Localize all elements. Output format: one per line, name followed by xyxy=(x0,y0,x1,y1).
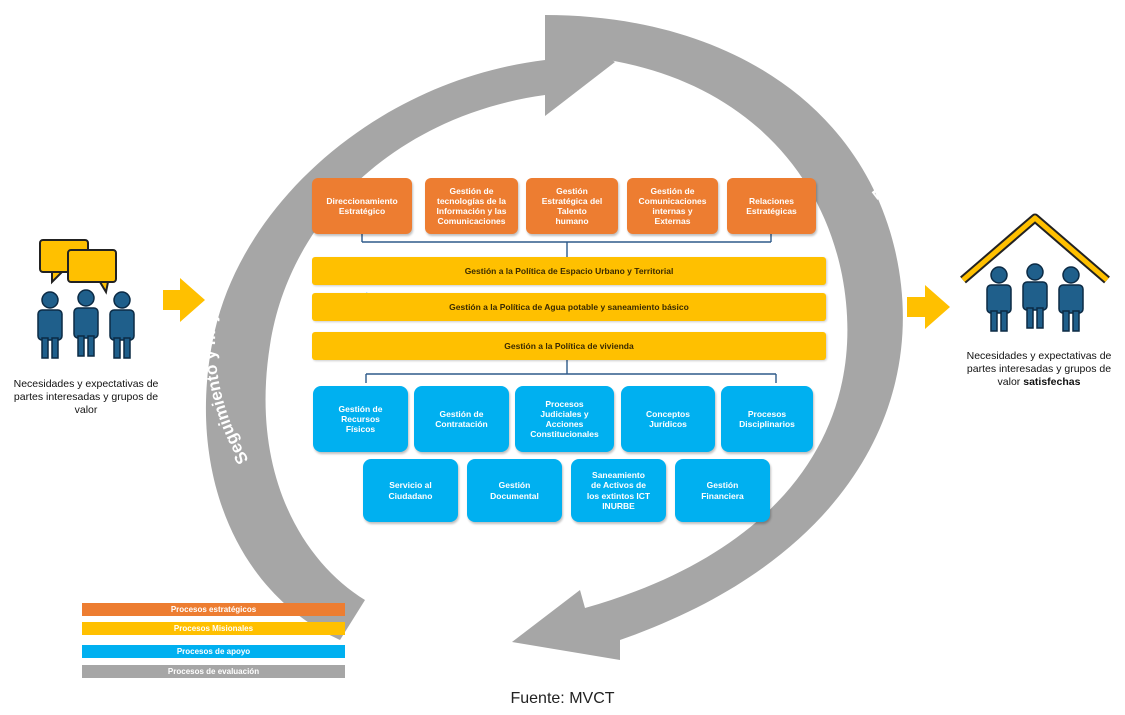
input-needs-text: Necesidades y expectativas de partes int… xyxy=(13,378,159,417)
left-cycle-arrow xyxy=(205,18,616,640)
support-connector xyxy=(365,360,777,383)
legend-evaluation: Procesos de evaluación xyxy=(82,665,345,678)
satisfied-stakeholders-house-icon xyxy=(960,213,1110,332)
missional-band-label: Gestión a la Política de vivienda xyxy=(504,341,634,351)
missional-band-label: Gestión a la Política de Espacio Urbano … xyxy=(464,266,674,276)
support-process-box[interactable]: Gestión de Contratación xyxy=(414,386,509,452)
strategic-process-box[interactable]: Gestión Estratégica del Talento humano xyxy=(526,178,618,234)
support-process-box[interactable]: Conceptos Jurídicos xyxy=(621,386,715,452)
right-cycle-arrow xyxy=(512,15,903,660)
support-process-box[interactable]: Saneamiento de Activos de los extintos I… xyxy=(571,459,666,522)
missional-band-label: Gestión a la Política de Agua potable y … xyxy=(449,302,689,312)
output-needs-text: Necesidades y expectativas de partes int… xyxy=(955,350,1123,389)
source-caption: Fuente: MVCT xyxy=(510,690,615,707)
legend-support: Procesos de apoyo xyxy=(82,645,345,658)
strategic-process-box[interactable]: Gestión de Comunicaciones internas y Ext… xyxy=(627,178,718,234)
support-process-box[interactable]: Servicio al Ciudadano xyxy=(363,459,458,522)
support-process-box[interactable]: Procesos Judiciales y Acciones Constituc… xyxy=(515,386,614,452)
legend-missional: Procesos Misionales xyxy=(82,622,345,635)
missional-process-band[interactable]: Gestión a la Política de Espacio Urbano … xyxy=(312,257,826,285)
strategic-process-box[interactable]: Direccionamiento Estratégico xyxy=(312,178,412,234)
output-arrow xyxy=(907,285,950,329)
strategic-process-box[interactable]: Gestión de tecnologías de la Información… xyxy=(425,178,518,234)
legend-strategic: Procesos estratégicos xyxy=(82,603,345,616)
strategic-connector xyxy=(361,234,772,257)
output-needs-prefix: Necesidades y expectativas de partes int… xyxy=(966,350,1112,389)
missional-process-band[interactable]: Gestión a la Política de Agua potable y … xyxy=(312,293,826,321)
support-process-box[interactable]: Gestión de Recursos Físicos xyxy=(313,386,408,452)
stakeholders-people-icon xyxy=(37,289,135,359)
missional-process-band[interactable]: Gestión a la Política de vivienda xyxy=(312,332,826,360)
output-needs-bold: satisfechas xyxy=(1023,376,1081,389)
speech-bubbles-icon xyxy=(39,239,117,295)
strategic-process-box[interactable]: Relaciones Estratégicas xyxy=(727,178,816,234)
support-process-box[interactable]: Gestión Financiera xyxy=(675,459,770,522)
input-arrow xyxy=(163,278,205,322)
support-process-box[interactable]: Gestión Documental xyxy=(467,459,562,522)
support-process-box[interactable]: Procesos Disciplinarios xyxy=(721,386,813,452)
